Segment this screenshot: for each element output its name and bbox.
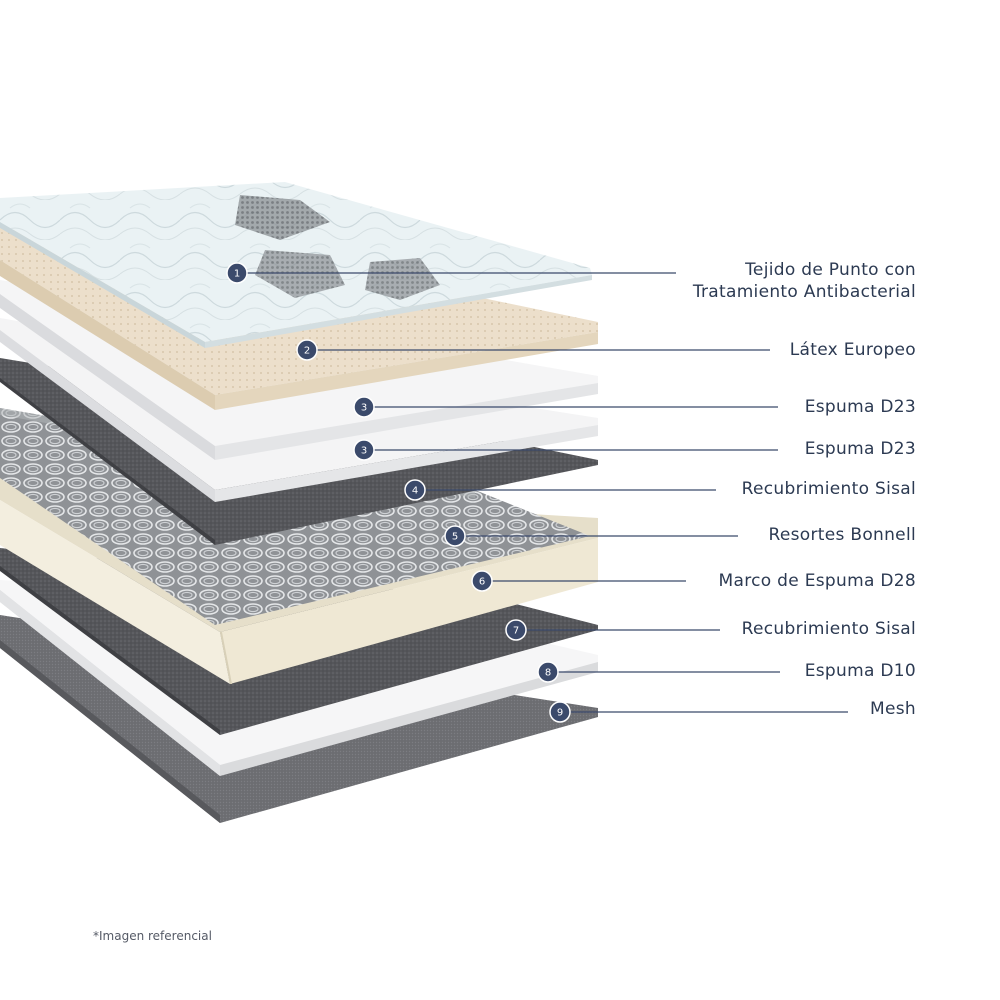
callout-8: 7 Recubrimiento Sisal xyxy=(505,619,916,641)
number-badge xyxy=(537,661,559,683)
layer-label: Tejido de Punto con xyxy=(744,260,916,280)
number-badge xyxy=(353,396,375,418)
callout-9: 8 Espuma D10 xyxy=(537,661,916,683)
number-badge xyxy=(549,701,571,723)
number-badge xyxy=(226,262,248,284)
layer-label: Látex Europeo xyxy=(790,340,916,360)
callout-4: 3 Espuma D23 xyxy=(353,439,916,461)
layer-label: Mesh xyxy=(870,699,916,719)
layer-label: Resortes Bonnell xyxy=(769,525,916,545)
callout-2: 2 Látex Europeo xyxy=(296,339,916,361)
badge-number: 2 xyxy=(304,346,310,357)
callout-10: 9 Mesh xyxy=(549,699,916,723)
number-badge xyxy=(296,339,318,361)
layer-label: Espuma D23 xyxy=(805,439,916,459)
badge-number: 5 xyxy=(452,532,458,543)
badge-number: 9 xyxy=(557,708,563,719)
badge-number: 3 xyxy=(361,446,367,457)
callout-3: 3 Espuma D23 xyxy=(353,396,916,418)
footnote: *Imagen referencial xyxy=(93,929,212,943)
badge-number: 4 xyxy=(412,486,418,497)
number-badge xyxy=(444,525,466,547)
layer-knit-fabric xyxy=(0,182,592,348)
layer-label: Recubrimiento Sisal xyxy=(742,619,916,639)
layer-label: Marco de Espuma D28 xyxy=(719,571,916,591)
callout-6: 5 Resortes Bonnell xyxy=(444,525,916,547)
number-badge xyxy=(353,439,375,461)
layer-label: Recubrimiento Sisal xyxy=(742,479,916,499)
badge-number: 1 xyxy=(234,269,240,280)
badge-number: 7 xyxy=(513,626,519,637)
badge-number: 8 xyxy=(545,668,551,679)
layer-label: Espuma D10 xyxy=(805,661,916,681)
layer-label: Tratamiento Antibacterial xyxy=(692,282,916,302)
badge-number: 3 xyxy=(361,403,367,414)
number-badge xyxy=(471,570,493,592)
callout-5: 4 Recubrimiento Sisal xyxy=(404,479,916,501)
callout-7: 6 Marco de Espuma D28 xyxy=(471,570,916,592)
badge-number: 6 xyxy=(479,577,485,588)
layer-label: Espuma D23 xyxy=(805,397,916,417)
number-badge xyxy=(404,479,426,501)
number-badge xyxy=(505,619,527,641)
